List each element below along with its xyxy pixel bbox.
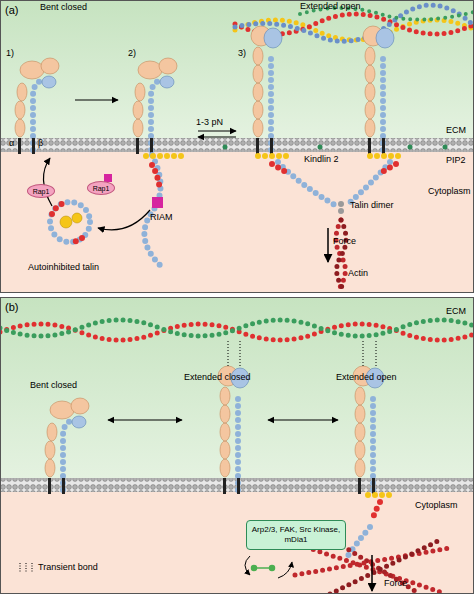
panel-frame: (b) Arp2/3, FAK, Src Kinase, mDia1 (0, 297, 474, 594)
annotation-label: Cytoplasm (415, 500, 458, 511)
annotation-label: Extended open (300, 1, 361, 12)
annotation-label: β (38, 138, 43, 149)
rap1-protein: Rap1 (87, 181, 115, 195)
node-text: Rap1 (33, 188, 50, 195)
panel-label: (a) (5, 4, 18, 16)
panel-label: (b) (5, 301, 18, 313)
annotation-label: 1-3 pN (196, 117, 223, 128)
annotation-label: Extended closed (184, 372, 251, 383)
annotation-label: 2) (128, 48, 136, 59)
annotation-label: Kindlin 2 (304, 154, 339, 165)
legend-swatch (20, 563, 32, 572)
rap1-protein: Rap1 (27, 184, 55, 198)
annotation-label: Cytoplasm (428, 186, 471, 197)
legend-text: Transient bond (38, 562, 98, 573)
protein-box: Arp2/3, FAK, Src Kinase, mDia1 (246, 520, 346, 550)
panel-frame: (a) Rap1 Rap1 (0, 0, 474, 293)
annotation-label: Bent closed (40, 2, 87, 13)
annotation-label: Force (384, 578, 407, 589)
annotation-label: α (9, 138, 14, 149)
annotation-label: RIAM (150, 212, 173, 223)
annotation-label: ECM (446, 125, 466, 136)
annotation-label: PIP2 (446, 155, 466, 166)
annotation-label: Force (333, 236, 356, 247)
annotation-label: Autoinhibited talin (28, 262, 99, 273)
node-text: Arp2/3, FAK, Src Kinase, mDia1 (250, 525, 342, 545)
annotation-label: 1) (6, 48, 14, 59)
annotation-label: Bent closed (30, 380, 77, 391)
node-text: Rap1 (93, 185, 110, 192)
annotation-label: 3) (238, 48, 246, 59)
annotation-label: ECM (446, 306, 466, 317)
annotation-label: Actin (348, 268, 368, 279)
annotation-label: Talin dimer (350, 200, 394, 211)
annotation-label: Extended open (336, 372, 397, 383)
